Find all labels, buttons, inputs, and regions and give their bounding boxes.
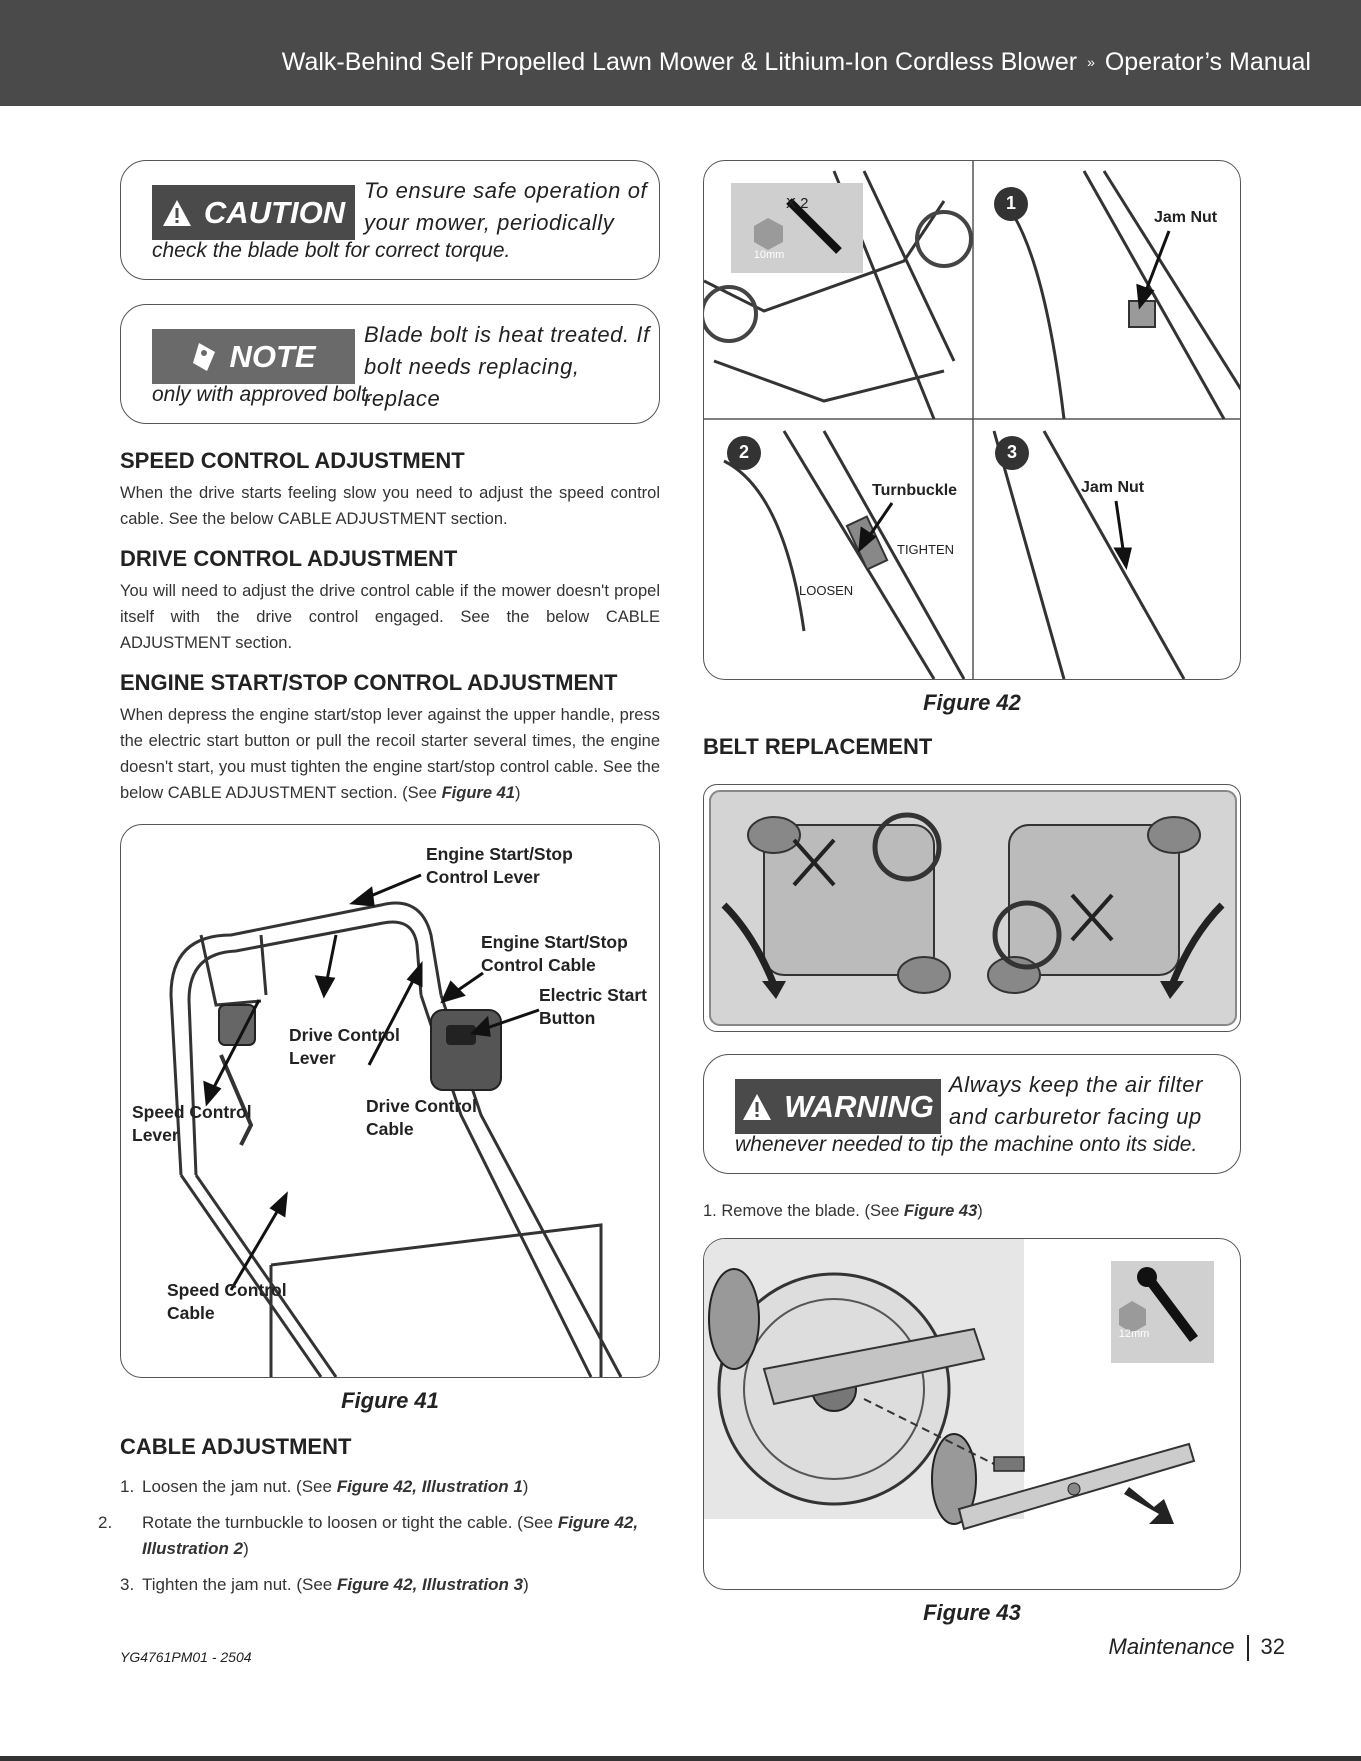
footer-divider: [1246, 1635, 1249, 1662]
label-loosen: LOOSEN: [799, 583, 854, 598]
header-title-line: Walk-Behind Self Propelled Lawn Mower & …: [282, 48, 1311, 77]
tool-size-10mm-label: 10mm: [753, 249, 785, 261]
manual-subtitle: Operator’s Manual: [1104, 48, 1311, 76]
engine-control-text: When depress the engine start/stop lever…: [120, 706, 660, 802]
step-3-badge: 3: [1006, 442, 1017, 462]
engine-control-heading: ENGINE START/STOP CONTROL ADJUSTMENT: [120, 670, 618, 695]
speed-control-body: When the drive starts feeling slow you n…: [120, 484, 660, 528]
drive-control-body: You will need to adjust the drive contro…: [120, 582, 660, 652]
speed-control-heading: SPEED CONTROL ADJUSTMENT: [120, 448, 465, 473]
label-engine-start-stop-lever: Engine Start/Stop Control Lever: [426, 844, 573, 887]
engine-control-section: ENGINE START/STOP CONTROL ADJUSTMENT Whe…: [120, 670, 660, 806]
cable-adjustment-heading: CABLE ADJUSTMENT: [120, 1434, 352, 1459]
mower-handle-drawing: [169, 873, 623, 1377]
tool-quantity-label: X 2: [786, 195, 809, 212]
caution-text: To ensure safe operation of your mower, …: [364, 178, 648, 235]
tip-mower-illustration: [703, 784, 1241, 1032]
step-1-badge: 1: [1005, 193, 1016, 213]
bottom-strip: [0, 1756, 1361, 1761]
warning-text: Always keep the air filter and carbureto…: [949, 1072, 1204, 1129]
figure43-caption: Figure 43: [923, 1600, 1021, 1625]
tool-size-12mm-label: 12mm: [1118, 1328, 1150, 1340]
remove-blade-step: 1. Remove the blade. (See Figure 43): [703, 1202, 983, 1220]
figure42-illustration: X 2 10mm 1 2 3 Jam Nut Turnbuckle TIGHTE…: [703, 160, 1241, 680]
note-text: Blade bolt is heat treated. If bolt need…: [364, 322, 650, 411]
engine-control-body: When depress the engine start/stop lever…: [120, 702, 660, 806]
warning-badge: WARNING: [735, 1079, 941, 1134]
caution-text-continued: check the blade bolt for correct torque.: [152, 239, 511, 262]
note-label: NOTE: [229, 338, 316, 374]
manual-title: Walk-Behind Self Propelled Lawn Mower & …: [281, 48, 1078, 76]
warning-label: WARNING: [784, 1088, 934, 1124]
note-callout: NOTE Blade bolt is heat treated. If bolt…: [120, 304, 660, 424]
blade-removal-drawing: [704, 1239, 1214, 1531]
header-separator: »: [1087, 54, 1095, 70]
figure41-caption: Figure 41: [341, 1388, 439, 1413]
caution-label: CAUTION: [203, 194, 346, 230]
warning-callout: WARNING Always keep the air filter and c…: [703, 1054, 1241, 1174]
warning-triangle-icon: [162, 199, 191, 226]
page-header: Walk-Behind Self Propelled Lawn Mower & …: [0, 0, 1361, 106]
cable-adjustment-section: CABLE ADJUSTMENT 1.Loosen the jam nut. (…: [98, 1434, 660, 1598]
cable-adjustment-steps: 1.Loosen the jam nut. (See Figure 42, Il…: [98, 1474, 660, 1598]
note-badge: NOTE: [152, 329, 355, 384]
engine-control-text-end: ): [514, 784, 521, 802]
figure41-illustration: Engine Start/Stop Control Lever Engine S…: [120, 824, 660, 1378]
list-item: 2.Rotate the turnbuckle to loosen or tig…: [98, 1513, 639, 1558]
belt-replacement-heading: BELT REPLACEMENT: [703, 734, 933, 759]
figure41-reference: Figure 41: [441, 784, 515, 802]
figure42-caption: Figure 42: [923, 690, 1021, 715]
label-turnbuckle: Turnbuckle: [872, 482, 958, 499]
label-electric-start-button: Electric Start Button: [539, 985, 647, 1028]
label-engine-start-stop-cable: Engine Start/Stop Control Cable: [481, 932, 628, 975]
list-item: 3.Tighten the jam nut. (See Figure 42, I…: [120, 1575, 529, 1594]
tag-icon: [193, 342, 216, 371]
belt-replacement-section: BELT REPLACEMENT: [703, 734, 1241, 760]
figure43-reference: Figure 43: [903, 1202, 978, 1220]
speed-control-section: SPEED CONTROL ADJUSTMENT When the drive …: [120, 448, 660, 532]
caution-callout: CAUTION To ensure safe operation of your…: [120, 160, 660, 280]
drive-control-section: DRIVE CONTROL ADJUSTMENT You will need t…: [120, 546, 660, 656]
label-tighten: TIGHTEN: [897, 542, 955, 557]
figure43-illustration: 12mm: [703, 1238, 1241, 1590]
document-code: YG4761PM01 - 2504: [120, 1649, 252, 1665]
label-jam-nut-3: Jam Nut: [1081, 479, 1145, 496]
label-drive-control-lever: Drive Control Lever: [289, 1025, 400, 1068]
label-jam-nut-1: Jam Nut: [1154, 209, 1218, 226]
cable-adjustment-drawing: [704, 161, 1240, 679]
tipped-mower-drawing: [709, 790, 1237, 1026]
right-column: X 2 10mm 1 2 3 Jam Nut Turnbuckle TIGHTE…: [703, 160, 1241, 1626]
list-item: 1.Loosen the jam nut. (See Figure 42, Il…: [120, 1477, 529, 1496]
footer-section-name: Maintenance: [1108, 1634, 1235, 1659]
warning-triangle-icon: [743, 1093, 772, 1120]
label-speed-control-cable: Speed Control Cable: [167, 1280, 287, 1323]
caution-badge: CAUTION: [152, 185, 355, 240]
page-footer: Maintenance 32: [1108, 1634, 1285, 1662]
label-speed-control-lever: Speed Control Lever: [132, 1102, 252, 1145]
note-text-continued: only with approved bolt.: [152, 383, 373, 406]
step-2-badge: 2: [738, 442, 749, 462]
page-number: 32: [1260, 1634, 1285, 1659]
warning-text-continued: whenever needed to tip the machine onto …: [735, 1133, 1198, 1156]
drive-control-heading: DRIVE CONTROL ADJUSTMENT: [120, 546, 458, 571]
left-column: CAUTION To ensure safe operation of your…: [98, 160, 660, 1608]
label-drive-control-cable: Drive Control Cable: [366, 1096, 477, 1139]
